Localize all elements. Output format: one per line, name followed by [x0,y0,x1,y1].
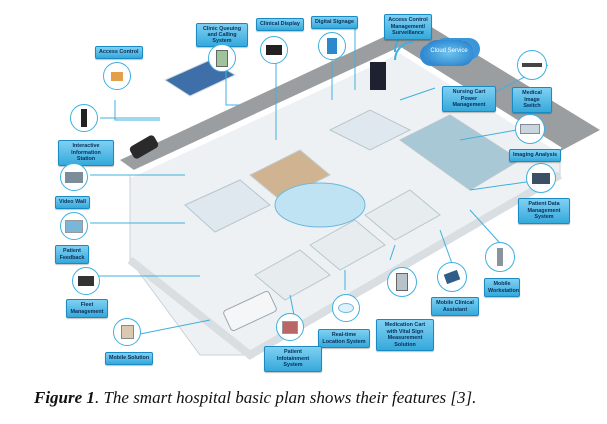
label-interactive-info-station: Interactive Information Station [58,140,114,166]
tablet-icon [437,262,467,292]
label-clinic-queuing: Clinic Queuing and Calling System [196,23,248,47]
figure-caption: Figure 1. The smart hospital basic plan … [34,388,476,408]
label-medical-image-switch: Medical Image Switch [512,87,552,113]
label-video-wall: Video Wall [55,196,90,209]
workstation-cart-icon [485,242,515,272]
location-tag-icon [332,294,360,322]
building-front-wall [127,171,563,360]
label-medical-image-switch-text: Medical Image Switch [522,90,542,109]
feedback-terminal-icon [60,212,88,240]
card-reader-icon [103,62,131,90]
label-digital-signage: Digital Signage [311,16,358,29]
label-patient-infotainment-text: Patient Infotainment System [276,349,310,368]
handheld-icon [113,318,141,346]
label-nursing-cart-power: Nursing Cart Power Management [442,86,496,112]
label-clinical-display: Clinical Display [256,18,304,31]
imaging-device-icon [515,114,545,144]
building-outer-wall [128,46,562,178]
label-patient-feedback-text: Patient Feedback [59,248,85,261]
ambulance [223,290,277,332]
cloud-service: Cloud Service [424,40,474,66]
signage-icon [318,32,346,60]
parked-car [129,135,159,159]
label-fleet-management: Fleet Management [66,299,108,318]
label-patient-feedback: Patient Feedback [55,245,89,264]
label-mobile-workstation: Mobile Workstation [484,278,520,297]
figure-caption-prefix: Figure 1 [34,388,95,407]
display-panel-icon [526,163,556,193]
label-access-control-mgmt-text: Access Control Management/ Surveillance [388,17,428,36]
video-wall-icon [60,163,88,191]
label-medication-cart: Medication Cart with Vital Sign Measurem… [376,319,434,351]
room-server [328,109,412,151]
label-mobile-clinical-assistant-text: Mobile Clinical Assistant [436,300,474,313]
cloud-service-label: Cloud Service [430,48,468,54]
ward-1 [254,249,331,301]
label-mobile-clinical-assistant: Mobile Clinical Assistant [431,297,479,316]
smart-hospital-illustration: Cloud Service Access Control Clinic Queu… [55,14,600,372]
label-rtls: Real-time Location System [318,329,370,348]
label-access-control: Access Control [95,46,143,59]
label-patient-infotainment: Patient Infotainment System [264,346,322,372]
label-medication-cart-text: Medication Cart with Vital Sign Measurem… [384,322,426,348]
server-rack [370,62,386,90]
room-pharmacy [184,179,271,233]
label-clinic-queuing-text: Clinic Queuing and Calling System [202,26,242,44]
room-chief-office [249,149,331,201]
label-nursing-cart-power-text: Nursing Cart Power Management [452,89,486,108]
kiosk-icon [70,104,98,132]
label-rtls-text: Real-time Location System [322,332,366,345]
label-access-control-mgmt: Access Control Management/ Surveillance [384,14,432,40]
vehicle-terminal-icon [72,267,100,295]
nursing-station [274,182,366,228]
monitor-icon [260,36,288,64]
medication-cart-icon [387,267,417,297]
label-interactive-info-station-text: Interactive Information Station [71,143,101,162]
network-switch-icon [517,50,547,80]
bedside-terminal-icon [276,313,304,341]
queue-display-icon [208,44,236,72]
label-imaging-analysis: Imaging Analysis [509,149,562,162]
label-fleet-management-text: Fleet Management [70,302,104,315]
label-mobile-workstation-text: Mobile Workstation [488,281,520,294]
ward-3 [364,189,441,241]
label-mobile-solution: Mobile Solution [105,352,154,365]
label-patient-data-mgmt: Patient Data Management System [518,198,570,224]
figure-caption-text: . The smart hospital basic plan shows th… [94,388,477,407]
label-patient-data-mgmt-text: Patient Data Management System [527,201,561,220]
ward-2 [309,219,386,271]
